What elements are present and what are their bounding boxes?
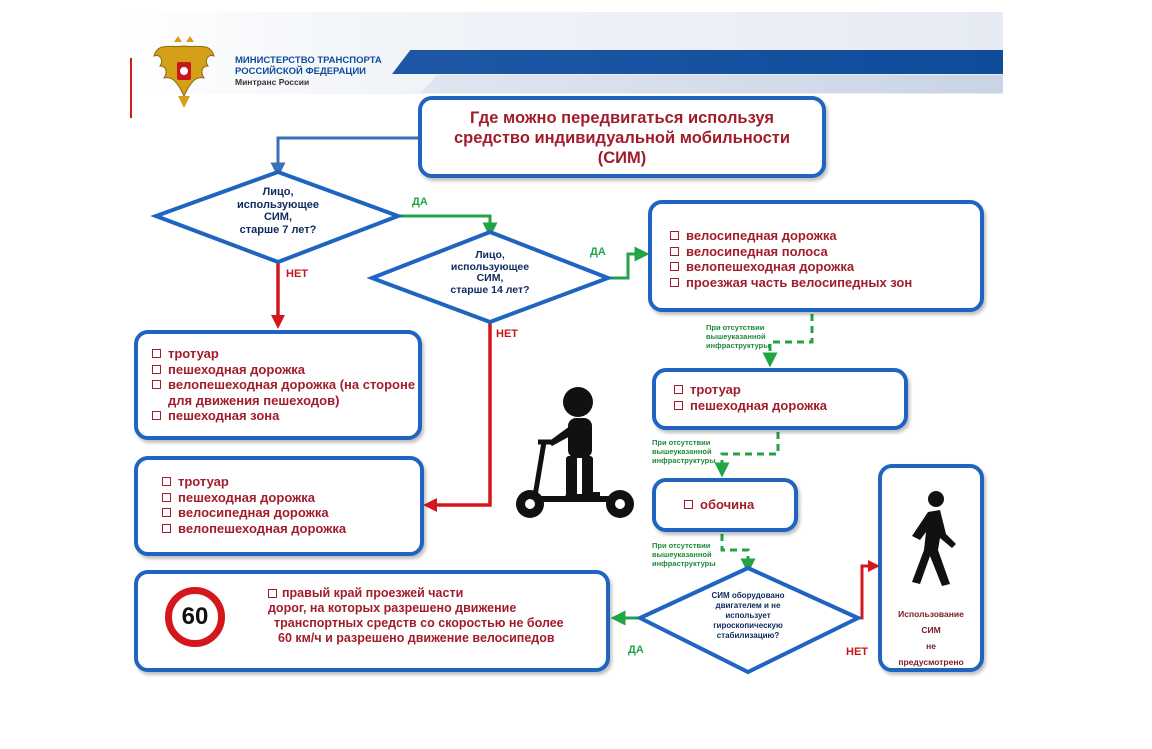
forbidden-l2: СИМ	[921, 625, 941, 635]
note2-l2: вышеуказанной	[652, 447, 712, 456]
decision-motor-l4: гироскопическую	[713, 621, 783, 630]
list-item: тротуар	[162, 474, 420, 490]
list-item: проезжая часть велосипедных зон	[670, 275, 980, 291]
arrow-sidewalk-to-shoulder	[714, 432, 780, 478]
list-item: тротуар	[674, 382, 904, 398]
arrow-shoulder-to-motor	[720, 534, 756, 574]
list-item: обочина	[684, 497, 794, 513]
list-sidewalk: тротуар пешеходная дорожка	[674, 382, 904, 413]
list-item: пешеходная дорожка	[152, 362, 418, 378]
note1-l3: инфраструктуры	[706, 341, 770, 350]
decision-age7-l4: старше 7 лет?	[239, 223, 317, 236]
arrow-age14-yes	[608, 246, 650, 280]
decision-motor-text: СИМ оборудовано двигателем и не использу…	[688, 591, 808, 641]
decision-age7-text: Лицо, использующее СИМ, старше 7 лет?	[208, 186, 348, 236]
forbidden-text: Использование СИМ не предусмотрено	[882, 606, 980, 670]
decision-age14-l1: Лицо,	[475, 249, 505, 261]
decision-age7-l3: СИМ,	[263, 211, 293, 223]
title-text: Где можно передвигаться используя средст…	[422, 108, 822, 168]
header-accent-line	[130, 58, 132, 118]
label-yes-age14: ДА	[590, 246, 606, 258]
decision-motor-l3: использует	[725, 611, 771, 620]
list-7-to-14: тротуар пешеходная дорожка велосипедная …	[162, 474, 420, 536]
box-forbidden: Использование СИМ не предусмотрено	[878, 464, 984, 672]
box-7-to-14: тротуар пешеходная дорожка велосипедная …	[134, 456, 424, 556]
scooter-rider-icon	[516, 387, 634, 518]
ministry-short: Минтранс России	[235, 77, 310, 87]
roadway-text: правый край проезжей части дорог, на кот…	[268, 586, 564, 646]
list-item: пешеходная дорожка	[674, 398, 904, 414]
title-box: Где можно передвигаться используя средст…	[418, 96, 826, 178]
arrow-title-to-age7	[270, 136, 418, 178]
roadway-line1: правый край проезжей части	[268, 586, 564, 601]
note2-l1: При отсутствии	[652, 438, 711, 447]
forbidden-l3: не	[926, 641, 936, 651]
arrow-age14-no	[423, 322, 492, 512]
arrow-over14-to-sidewalk	[762, 314, 814, 368]
label-no-age14: НЕТ	[496, 328, 518, 340]
list-over-14: велосипедная дорожка велосипедная полоса…	[670, 228, 980, 290]
title-line2: средство индивидуальной мобильности	[453, 129, 790, 147]
list-item: велопешеходная дорожка	[670, 259, 980, 275]
box-sidewalk: тротуар пешеходная дорожка	[652, 368, 908, 430]
header-grey-band	[420, 75, 1003, 93]
roadway-line2: дорог, на которых разрешено движение	[268, 601, 517, 615]
label-yes-motor: ДА	[628, 644, 644, 656]
decision-motor-shape	[635, 565, 863, 675]
decision-age14-l4: старше 14 лет?	[450, 283, 530, 296]
box-shoulder: обочина	[652, 478, 798, 532]
forbidden-l1: Использование	[898, 609, 964, 619]
forbidden-l4: предусмотрено	[898, 657, 964, 667]
ministry-line2: РОССИЙСКОЙ ФЕДЕРАЦИИ	[235, 66, 367, 77]
list-item: велосипедная дорожка	[162, 505, 420, 521]
infrastructure-note-2: При отсутствии вышеуказанной инфраструкт…	[652, 438, 716, 465]
roadway-line3: транспортных средств со скоростью не бол…	[274, 616, 564, 630]
note3-l1: При отсутствии	[652, 541, 711, 550]
decision-motor-l5: стабилизацию?	[716, 631, 780, 640]
box-over-14: велосипедная дорожка велосипедная полоса…	[648, 200, 984, 312]
list-item: тротуар	[152, 346, 418, 362]
decision-age14-l2: использующее	[450, 260, 530, 273]
note3-l2: вышеуказанной	[652, 550, 712, 559]
label-yes-age7: ДА	[412, 196, 428, 208]
decision-age7-shape	[150, 169, 404, 265]
roadway-line4: 60 км/ч и разрешено движение велосипедов	[278, 631, 555, 645]
arrow-age7-yes	[398, 214, 498, 238]
note3-l3: инфраструктуры	[652, 559, 716, 568]
list-item: велопешеходная дорожка	[162, 521, 420, 537]
decision-motor-l2: двигателем и не	[715, 601, 781, 610]
note1-l2: вышеуказанной	[706, 332, 766, 341]
title-line1: Где можно передвигаться используя	[470, 109, 774, 127]
coat-of-arms-icon	[153, 36, 215, 108]
infrastructure-note-3: При отсутствии вышеуказанной инфраструкт…	[652, 541, 716, 568]
decision-age14-text: Лицо, использующее СИМ, старше 14 лет?	[420, 249, 560, 296]
speed-limit-sign: 60	[165, 587, 225, 647]
roadway-line1-text: правый край проезжей части	[282, 586, 464, 600]
ministry-line1: МИНИСТЕРСТВО ТРАНСПОРТА	[235, 55, 382, 66]
list-shoulder: обочина	[684, 497, 794, 513]
list-item: велопешеходная дорожка (на стороне для д…	[152, 377, 418, 408]
header-blue-band	[392, 50, 1003, 74]
decision-age7-l2: использующее	[237, 198, 319, 211]
label-no-motor: НЕТ	[846, 646, 868, 658]
label-no-age7: НЕТ	[286, 268, 308, 280]
list-item: велосипедная полоса	[670, 244, 980, 260]
list-under-7: тротуар пешеходная дорожка велопешеходна…	[152, 346, 418, 424]
decision-age14-shape	[366, 229, 614, 325]
note1-l1: При отсутствии	[706, 323, 765, 332]
note2-l3: инфраструктуры	[652, 456, 716, 465]
list-item: пешеходная дорожка	[162, 490, 420, 506]
ministry-name: МИНИСТЕРСТВО ТРАНСПОРТА РОССИЙСКОЙ ФЕДЕР…	[235, 55, 382, 88]
list-item: пешеходная зона	[152, 408, 418, 424]
decision-motor-l1: СИМ оборудовано	[711, 591, 785, 600]
box-under-7: тротуар пешеходная дорожка велопешеходна…	[134, 330, 422, 440]
decision-age14-l3: СИМ,	[476, 272, 504, 284]
infrastructure-note-1: При отсутствии вышеуказанной инфраструкт…	[706, 323, 770, 350]
decision-age7-l1: Лицо,	[262, 186, 294, 198]
list-item: велосипедная дорожка	[670, 228, 980, 244]
pedestrian-icon	[912, 491, 956, 586]
title-line3: (СИМ)	[597, 149, 647, 167]
